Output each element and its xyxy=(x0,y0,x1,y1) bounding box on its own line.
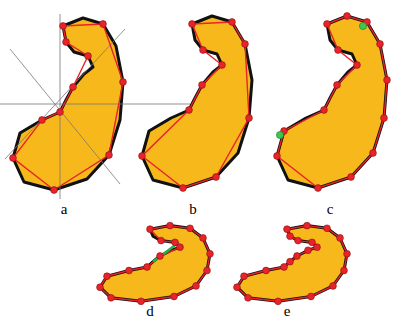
approx-polygon xyxy=(237,226,347,302)
vertex-dot xyxy=(242,41,249,48)
panel-label: a xyxy=(61,201,68,218)
vertex-dot xyxy=(120,79,127,86)
new-vertex-dot xyxy=(276,131,283,138)
region-shape xyxy=(277,16,387,188)
vertex-dot xyxy=(138,298,145,305)
approx-polygon xyxy=(100,226,210,302)
vertex-dot xyxy=(158,237,165,244)
vertex-dot xyxy=(39,117,46,124)
panel-label: e xyxy=(284,303,291,320)
scan-line xyxy=(5,29,125,159)
vertex-dot xyxy=(106,152,113,159)
vertex-dot xyxy=(308,293,315,300)
vertex-dot xyxy=(219,62,226,69)
vertex-dot xyxy=(305,247,312,254)
vertex-dot xyxy=(341,267,348,274)
vertex-dot xyxy=(321,107,328,114)
vertex-dot xyxy=(97,284,104,291)
vertex-dot xyxy=(335,47,342,54)
scan-line xyxy=(10,49,120,184)
vertex-dot xyxy=(324,225,331,232)
vertex-dot xyxy=(63,39,70,46)
vertex-dot xyxy=(281,264,288,271)
vertex-dot xyxy=(193,283,200,290)
vertex-dot xyxy=(330,283,337,290)
vertex-dot xyxy=(245,294,252,301)
vertex-dot xyxy=(157,253,164,260)
vertex-dot xyxy=(348,174,355,181)
vertex-dot xyxy=(199,82,206,89)
vertex-dot xyxy=(51,187,58,194)
vertex-dot xyxy=(144,264,151,271)
vertex-dot xyxy=(294,253,301,260)
vertex-dot xyxy=(180,185,187,192)
vertex-dot xyxy=(377,41,384,48)
vertex-dot xyxy=(108,294,115,301)
vertex-dot xyxy=(284,226,291,233)
vertex-dot xyxy=(126,267,133,274)
vertex-dot xyxy=(354,62,361,69)
vertex-dot xyxy=(167,222,174,229)
vertex-dot xyxy=(295,237,302,244)
approx-polygon xyxy=(277,16,387,188)
panel-figure xyxy=(97,222,214,304)
vertex-dot xyxy=(147,226,154,233)
vertex-dot xyxy=(334,82,341,89)
vertex-dot xyxy=(344,250,351,257)
panel-label: c xyxy=(327,201,334,218)
vertex-dot xyxy=(309,239,316,246)
vertex-dot xyxy=(200,47,207,54)
vertex-dot xyxy=(246,115,253,122)
new-vertex-dot xyxy=(359,22,366,29)
vertex-dot xyxy=(275,298,282,305)
vertex-dot xyxy=(60,23,67,30)
vertex-dot xyxy=(189,21,196,28)
vertex-dot xyxy=(337,235,344,242)
vertex-dot xyxy=(57,109,64,116)
scan-line xyxy=(60,14,61,199)
region-shape xyxy=(100,226,210,302)
vertex-dot xyxy=(207,250,214,257)
vertex-dot xyxy=(287,233,294,240)
vertex-dot xyxy=(187,225,194,232)
region-shape xyxy=(237,226,347,302)
approx-polygon xyxy=(142,22,249,188)
vertex-dot xyxy=(315,185,322,192)
vertex-dot xyxy=(139,153,146,160)
vertex-dot xyxy=(213,174,220,181)
vertex-dot xyxy=(384,77,391,84)
vertex-dot xyxy=(100,21,107,28)
vertex-dot xyxy=(304,222,311,229)
panel-figure xyxy=(274,13,391,192)
vertex-dot xyxy=(381,115,388,122)
region-shape xyxy=(142,16,252,188)
vertex-dot xyxy=(200,235,207,242)
vertex-dot xyxy=(241,273,248,280)
vertex-dot xyxy=(70,84,77,91)
vertex-dot xyxy=(172,239,179,246)
panel-label: b xyxy=(189,201,197,218)
vertex-dot xyxy=(229,19,236,26)
vertex-dot xyxy=(85,53,92,60)
approx-polygon xyxy=(13,24,123,190)
vertex-dot xyxy=(104,273,111,280)
vertex-dot xyxy=(324,21,331,28)
panel-figure xyxy=(139,16,253,191)
vertex-dot xyxy=(234,284,241,291)
vertex-dot xyxy=(263,267,270,274)
scan-line xyxy=(0,104,190,105)
panel-label: d xyxy=(146,303,154,320)
vertex-dot xyxy=(370,150,377,157)
vertex-dot xyxy=(204,267,211,274)
vertex-dot xyxy=(344,13,351,20)
vertex-dot xyxy=(287,258,294,265)
vertex-dot xyxy=(10,155,17,162)
vertex-dot xyxy=(274,153,281,160)
vertex-dot xyxy=(186,107,193,114)
panel-figure xyxy=(234,222,351,304)
vertex-dot xyxy=(171,293,178,300)
